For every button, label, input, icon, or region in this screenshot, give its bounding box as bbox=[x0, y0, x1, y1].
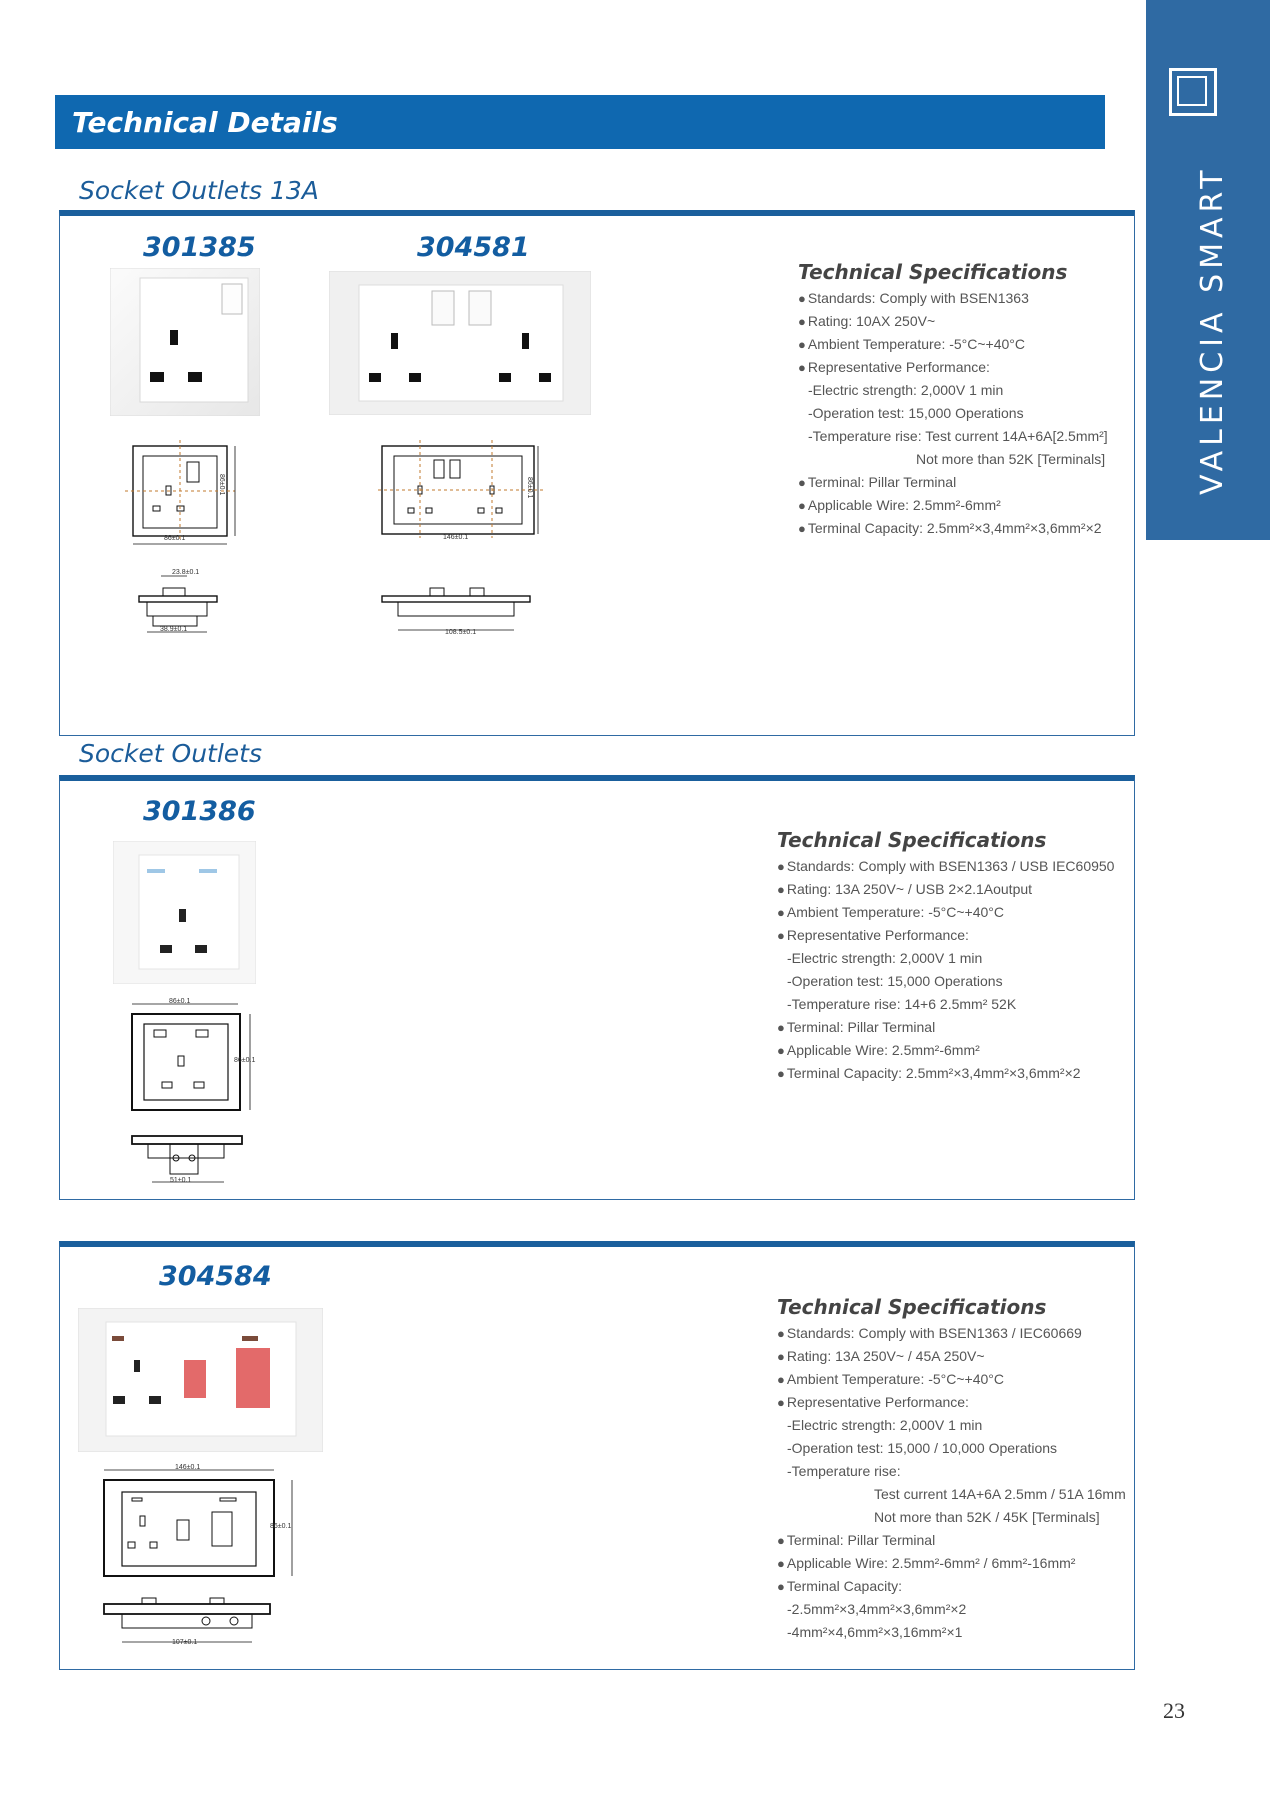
dimension-label: 107±0.1 bbox=[172, 1639, 198, 1646]
spec-line: Not more than 52K / 45K [Terminals] bbox=[874, 1509, 1100, 1525]
product-photo-304581 bbox=[329, 271, 591, 415]
spec-heading: Technical Specifications bbox=[798, 260, 1068, 284]
drawing-side-301386 bbox=[131, 1135, 243, 1183]
spec-line: Terminal: Pillar Terminal bbox=[777, 1016, 1114, 1039]
drawing-front-304584 bbox=[103, 1469, 293, 1577]
header-bar: Technical Details bbox=[55, 95, 1105, 149]
section-title-socket-outlets-13a: Socket Outlets 13A bbox=[79, 176, 319, 205]
product-code-301385: 301385 bbox=[143, 232, 256, 263]
spec-line: -Electric strength: 2,000V 1 min bbox=[787, 950, 983, 966]
drawing-front-301385 bbox=[125, 440, 236, 545]
spec-line: Terminal Capacity: bbox=[777, 1575, 1126, 1598]
product-photo-301385 bbox=[110, 268, 260, 416]
spec-line: -2.5mm²×3,4mm²×3,6mm²×2 bbox=[787, 1601, 967, 1617]
spec-line: Applicable Wire: 2.5mm²-6mm² bbox=[777, 1039, 1114, 1062]
technical-specifications-1: Technical Specifications Standards: Comp… bbox=[798, 261, 1108, 540]
section-title-socket-outlets: Socket Outlets bbox=[79, 739, 262, 768]
spec-line: Ambient Temperature: -5°C~+40°C bbox=[777, 1368, 1126, 1391]
product-photo-301386 bbox=[113, 841, 256, 984]
dimension-label: 86±0.1 bbox=[270, 1523, 292, 1530]
spec-line: Ambient Temperature: -5°C~+40°C bbox=[798, 333, 1108, 356]
spec-line: Test current 14A+6A 2.5mm / 51A 16mm bbox=[874, 1486, 1126, 1502]
spec-line: Standards: Comply with BSEN1363 / USB IE… bbox=[777, 855, 1115, 878]
page-number: 23 bbox=[1163, 1698, 1185, 1723]
spec-line: -Temperature rise: 14+6 2.5mm² 52K bbox=[787, 996, 1017, 1012]
dimension-label: 86±0.1 bbox=[169, 998, 191, 1005]
spec-heading: Technical Specifications bbox=[777, 1295, 1047, 1319]
spec-line: -Operation test: 15,000 / 10,000 Operati… bbox=[787, 1440, 1058, 1456]
product-code-304581: 304581 bbox=[417, 232, 530, 263]
spec-line: -Temperature rise: bbox=[787, 1463, 901, 1479]
spec-line: Rating: 13A 250V~ / 45A 250V~ bbox=[777, 1345, 1126, 1368]
spec-line: -Electric strength: 2,000V 1 min bbox=[808, 382, 1004, 398]
dimension-label: 108.5±0.1 bbox=[445, 629, 477, 636]
spec-line: Applicable Wire: 2.5mm²-6mm² bbox=[798, 494, 1108, 517]
spec-line: Representative Performance: bbox=[777, 1391, 1126, 1414]
dimension-label: 86±0.1 bbox=[234, 1057, 256, 1064]
dimension-label: 146±0.1 bbox=[443, 534, 469, 541]
product-code-301386: 301386 bbox=[143, 796, 256, 827]
spec-line: Terminal: Pillar Terminal bbox=[798, 471, 1108, 494]
drawing-side-304584 bbox=[103, 1597, 271, 1643]
spec-line: Representative Performance: bbox=[777, 924, 1114, 947]
spec-line: Standards: Comply with BSEN1363 bbox=[798, 287, 1108, 310]
spec-line: Standards: Comply with BSEN1363 / IEC606… bbox=[777, 1322, 1126, 1345]
spec-line: Not more than 52K [Terminals] bbox=[916, 451, 1106, 467]
dimension-label: 86±0.1 bbox=[164, 535, 186, 542]
spec-line: -Operation test: 15,000 Operations bbox=[787, 973, 1003, 989]
sidebar-band bbox=[1146, 0, 1270, 540]
dimension-label: 86±0.1 bbox=[218, 474, 225, 496]
technical-specifications-3: Technical Specifications Standards: Comp… bbox=[777, 1296, 1126, 1644]
brand-vertical-text: VALENCIA SMART bbox=[1195, 165, 1230, 495]
dimension-label: 146±0.1 bbox=[175, 1464, 201, 1471]
spec-line: -Temperature rise: Test current 14A+6A[2… bbox=[808, 428, 1108, 444]
spec-line: Ambient Temperature: -5°C~+40°C bbox=[777, 901, 1114, 924]
spec-line: -Operation test: 15,000 Operations bbox=[808, 405, 1024, 421]
spec-line: -Electric strength: 2,000V 1 min bbox=[787, 1417, 983, 1433]
technical-specifications-2: Technical Specifications Standards: Comp… bbox=[777, 829, 1114, 1085]
dimension-label: 23.8±0.1 bbox=[172, 569, 200, 576]
drawing-side-304581 bbox=[381, 587, 531, 631]
spec-line: Terminal Capacity: 2.5mm²×3,4mm²×3,6mm²×… bbox=[777, 1062, 1114, 1085]
spec-line: Rating: 13A 250V~ / USB 2×2.1Aoutput bbox=[777, 878, 1114, 901]
dimension-label: 38.9±0.1 bbox=[160, 626, 188, 633]
drawing-front-301386 bbox=[131, 1003, 251, 1111]
spec-line: Terminal Capacity: 2.5mm²×3,4mm²×3,6mm²×… bbox=[798, 517, 1108, 540]
drawing-front-304581 bbox=[378, 440, 544, 538]
product-code-304584: 304584 bbox=[159, 1261, 272, 1292]
spec-line: Representative Performance: bbox=[798, 356, 1108, 379]
spec-line: Rating: 10AX 250V~ bbox=[798, 310, 1108, 333]
dimension-label: 51±0.1 bbox=[170, 1177, 192, 1184]
dimension-label: 86±0.1 bbox=[526, 477, 533, 499]
spec-line: Applicable Wire: 2.5mm²-6mm² / 6mm²-16mm… bbox=[777, 1552, 1126, 1575]
product-photo-304584 bbox=[78, 1308, 323, 1452]
drawing-side-301385 bbox=[138, 575, 218, 633]
spec-heading: Technical Specifications bbox=[777, 828, 1047, 852]
spec-line: Terminal: Pillar Terminal bbox=[777, 1529, 1126, 1552]
page-title: Technical Details bbox=[72, 106, 338, 139]
spec-line: -4mm²×4,6mm²×3,16mm²×1 bbox=[787, 1624, 963, 1640]
brand-logo-icon bbox=[1169, 68, 1217, 116]
